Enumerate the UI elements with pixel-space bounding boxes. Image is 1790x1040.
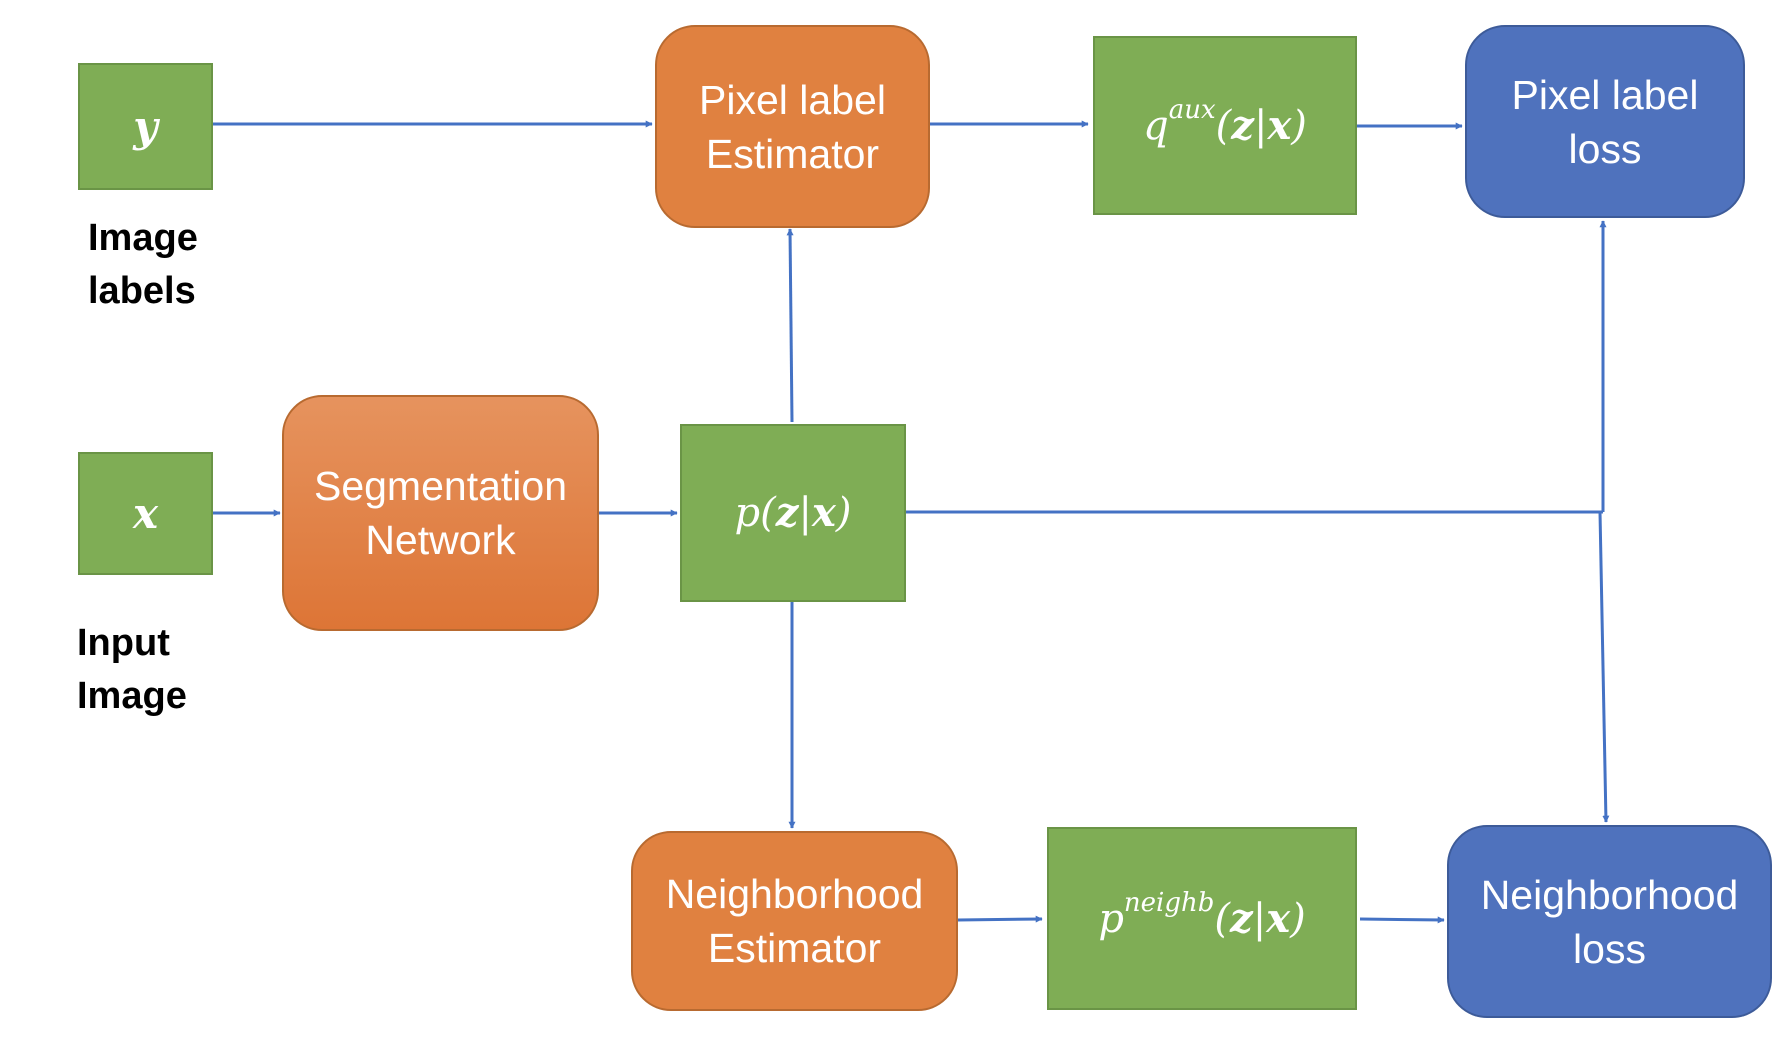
q-aux-arg-z: z <box>1231 101 1254 149</box>
y-symbol: y <box>133 101 158 151</box>
caption-image-labels-line-1: Image <box>88 217 198 259</box>
p-neighb-arg-x: x <box>1266 894 1291 942</box>
p-base: p <box>734 490 761 536</box>
p-neighb-arg-z: z <box>1230 894 1253 942</box>
neighborhood-loss-line-2: loss <box>1573 925 1646 972</box>
neighborhood-loss-line-1: Neighborhood <box>1480 871 1739 918</box>
edge-p-neighb-to-neighborhood-loss <box>1359 916 1445 924</box>
segmentation-line-2: Network <box>365 517 516 563</box>
p-neighb-base: p <box>1098 895 1124 942</box>
caption-input-image-line-1: Input <box>77 622 170 664</box>
caption-image-labels: Image labels <box>88 212 198 318</box>
q-aux-arg-x: x <box>1267 101 1292 149</box>
p-neighb-formula: pneighb(z|x) <box>1098 888 1306 942</box>
edge-neighborhood-estimator-to-p-neighb <box>957 915 1043 923</box>
neighborhood-estimator-line-2: Estimator <box>707 925 882 971</box>
edge-p-to-pixel-estimator <box>786 228 794 423</box>
pixel-estimator-line-1: Pixel label <box>699 76 886 123</box>
node-x: x <box>78 452 213 575</box>
caption-input-image-line-2: Image <box>77 675 187 717</box>
x-symbol: x <box>132 488 159 538</box>
caption-image-labels-line-2: labels <box>88 270 196 312</box>
node-q-aux: qaux(z|x) <box>1093 36 1357 215</box>
edge-junction-to-neighborhood-loss <box>1598 511 1610 823</box>
pixel-loss-line-1: Pixel label <box>1511 71 1699 118</box>
q-aux-formula: qaux(z|x) <box>1143 95 1307 149</box>
node-segmentation-network: Segmentation Network <box>282 395 599 631</box>
node-neighborhood-loss: Neighborhood loss <box>1447 825 1772 1018</box>
node-p: p(z|x) <box>680 424 906 602</box>
p-neighb-superscript: neighb <box>1123 888 1215 919</box>
node-pixel-label-loss: Pixel label loss <box>1465 25 1745 218</box>
node-p-neighb: pneighb(z|x) <box>1047 827 1357 1010</box>
node-y: y <box>78 63 213 190</box>
q-aux-base: q <box>1143 102 1169 149</box>
pixel-loss-line-2: loss <box>1568 125 1642 172</box>
p-formula: p(z|x) <box>734 489 852 536</box>
pixel-estimator-line-2: Estimator <box>705 130 880 177</box>
node-neighborhood-estimator: Neighborhood Estimator <box>631 831 958 1011</box>
q-aux-superscript: aux <box>1168 95 1216 126</box>
caption-input-image: Input Image <box>77 617 187 723</box>
p-arg-z: z <box>775 489 799 536</box>
segmentation-line-1: Segmentation <box>313 463 567 509</box>
node-pixel-label-estimator: Pixel label Estimator <box>655 25 930 228</box>
neighborhood-estimator-line-1: Neighborhood <box>665 871 924 917</box>
p-arg-x: x <box>811 489 836 536</box>
